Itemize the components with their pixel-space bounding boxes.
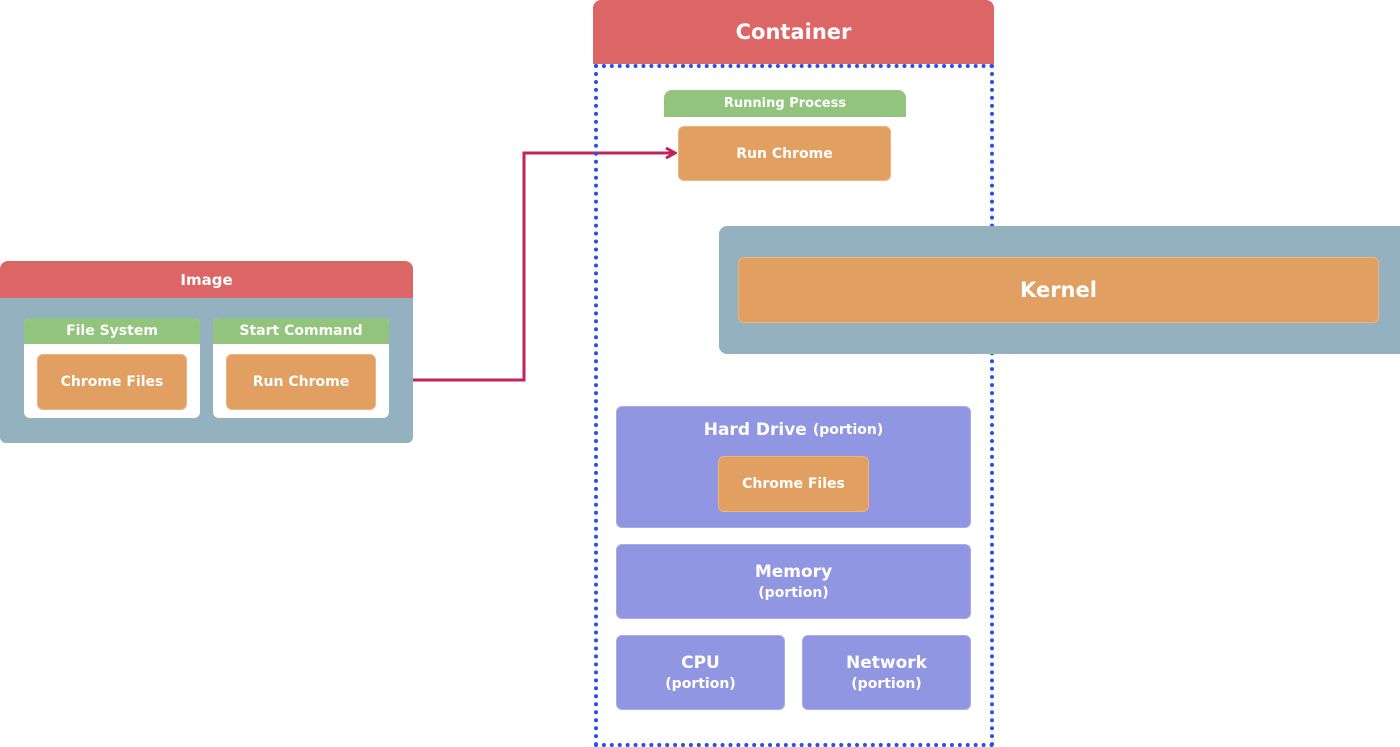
network-label: Network — [846, 652, 927, 673]
memory-panel: Memory (portion) — [616, 544, 971, 619]
cpu-portion: (portion) — [665, 675, 736, 692]
image-header: Image — [0, 261, 413, 299]
start-command-label: Start Command — [213, 318, 389, 344]
network-panel: Network (portion) — [802, 635, 971, 710]
container-header: Container — [593, 0, 994, 64]
hard-drive-label: Hard Drive — [703, 420, 807, 440]
cpu-panel: CPU (portion) — [616, 635, 785, 710]
kernel-box: Kernel — [738, 257, 1379, 323]
memory-portion: (portion) — [758, 584, 829, 601]
hard-drive-portion: (portion) — [812, 422, 884, 438]
hard-drive-title: Hard Drive (portion) — [616, 416, 971, 444]
network-portion: (portion) — [851, 675, 922, 692]
image-chrome-files-box: Chrome Files — [37, 354, 187, 410]
container-boundary — [594, 64, 994, 747]
container-chrome-files-box: Chrome Files — [718, 456, 869, 512]
image-run-chrome-box: Run Chrome — [226, 354, 376, 410]
container-run-chrome-box: Run Chrome — [678, 126, 891, 181]
running-process-label: Running Process — [664, 90, 906, 117]
file-system-label: File System — [24, 318, 200, 344]
cpu-label: CPU — [681, 652, 720, 673]
memory-label: Memory — [754, 561, 833, 582]
